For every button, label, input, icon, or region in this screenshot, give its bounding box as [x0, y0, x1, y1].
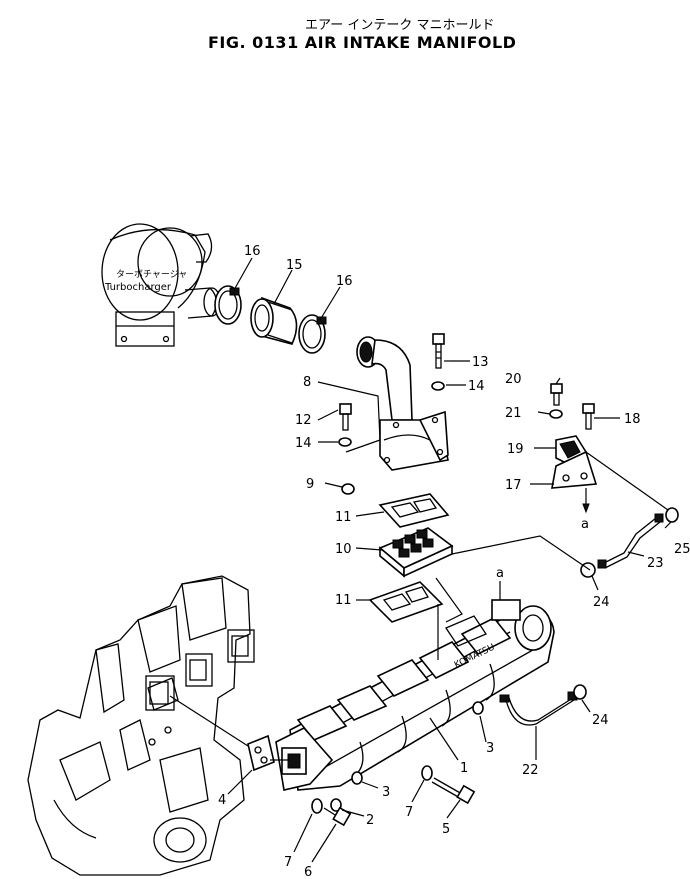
callout-14-right: 14	[468, 379, 485, 394]
leader-lines	[169, 257, 672, 863]
callout-5: 5	[442, 822, 450, 837]
gasket-lower	[368, 581, 444, 623]
callout-8: 8	[303, 375, 311, 390]
callout-11-lower: 11	[335, 593, 352, 608]
callout-15: 15	[286, 258, 303, 273]
connector-a-bottom: a	[496, 566, 504, 581]
callout-4: 4	[218, 793, 226, 808]
gasket-upper	[378, 493, 450, 528]
plug-3-upper	[472, 701, 484, 715]
title-english: FIG. 0131 AIR INTAKE MANIFOLD	[208, 33, 516, 52]
callout-7-right: 7	[405, 805, 413, 820]
fitting-24-lower	[573, 684, 587, 700]
callout-1: 1	[460, 761, 468, 776]
pipe-22	[499, 691, 578, 726]
plug-2	[330, 798, 342, 812]
callout-12: 12	[295, 413, 312, 428]
intake-manifold: KOMATSU	[289, 599, 555, 791]
hose	[250, 296, 298, 345]
callout-9: 9	[306, 477, 314, 492]
bolt-18	[582, 403, 595, 430]
callout-20: 20	[505, 372, 522, 387]
clamp-right	[298, 314, 327, 354]
callout-11-upper: 11	[335, 510, 352, 525]
pipe-23	[597, 513, 664, 569]
bracket-17	[551, 450, 598, 489]
plate-10	[378, 527, 454, 578]
engine-block	[27, 575, 255, 876]
elbow-pipe	[356, 336, 449, 471]
turbocharger: ターボチャージャ Turbocharger	[101, 223, 221, 347]
callout-19: 19	[507, 442, 524, 457]
gasket-4	[247, 734, 275, 772]
callout-25: 25	[674, 542, 690, 557]
connector-a-top: a	[581, 517, 589, 532]
callout-16-left: 16	[244, 244, 261, 259]
plug-3-lower	[351, 771, 363, 785]
bolt-12	[339, 403, 352, 431]
callout-21: 21	[505, 406, 522, 421]
callout-23: 23	[647, 556, 664, 571]
callout-22: 22	[522, 763, 539, 778]
washer-7-right	[421, 765, 433, 781]
callout-6: 6	[304, 865, 312, 879]
turbocharger-label-en: Turbocharger	[104, 282, 172, 293]
washer-14-right	[431, 381, 445, 391]
callout-2: 2	[366, 813, 374, 828]
bolt-5	[431, 777, 476, 805]
callout-3-lower: 3	[382, 785, 390, 800]
nut-9	[341, 483, 355, 495]
title-japanese: エアー インテーク マニホールド	[305, 18, 495, 33]
callout-13: 13	[472, 355, 489, 370]
turbocharger-label-jp: ターボチャージャ	[116, 269, 187, 280]
callout-7-left: 7	[284, 855, 292, 870]
callout-3-upper: 3	[486, 741, 494, 756]
callout-10: 10	[335, 542, 352, 557]
clamp-left	[214, 285, 242, 325]
manifold-inlet-flange	[275, 727, 334, 791]
callout-17: 17	[505, 478, 522, 493]
washer-21	[549, 409, 563, 419]
washer-7-left	[311, 798, 323, 814]
callout-numbers: 1 2 3 3 4 5 6 7 7 8 9 10 11 11 12 13 14 …	[218, 244, 690, 879]
callout-24-lower: 24	[592, 713, 609, 728]
bolt-13	[432, 333, 445, 369]
callout-14-left: 14	[295, 436, 312, 451]
washer-14-left	[338, 437, 352, 447]
callout-18: 18	[624, 412, 641, 427]
fitting-25	[665, 507, 679, 523]
bolt-20	[550, 383, 563, 406]
callout-24-upper: 24	[593, 595, 610, 610]
callout-16-right: 16	[336, 274, 353, 289]
